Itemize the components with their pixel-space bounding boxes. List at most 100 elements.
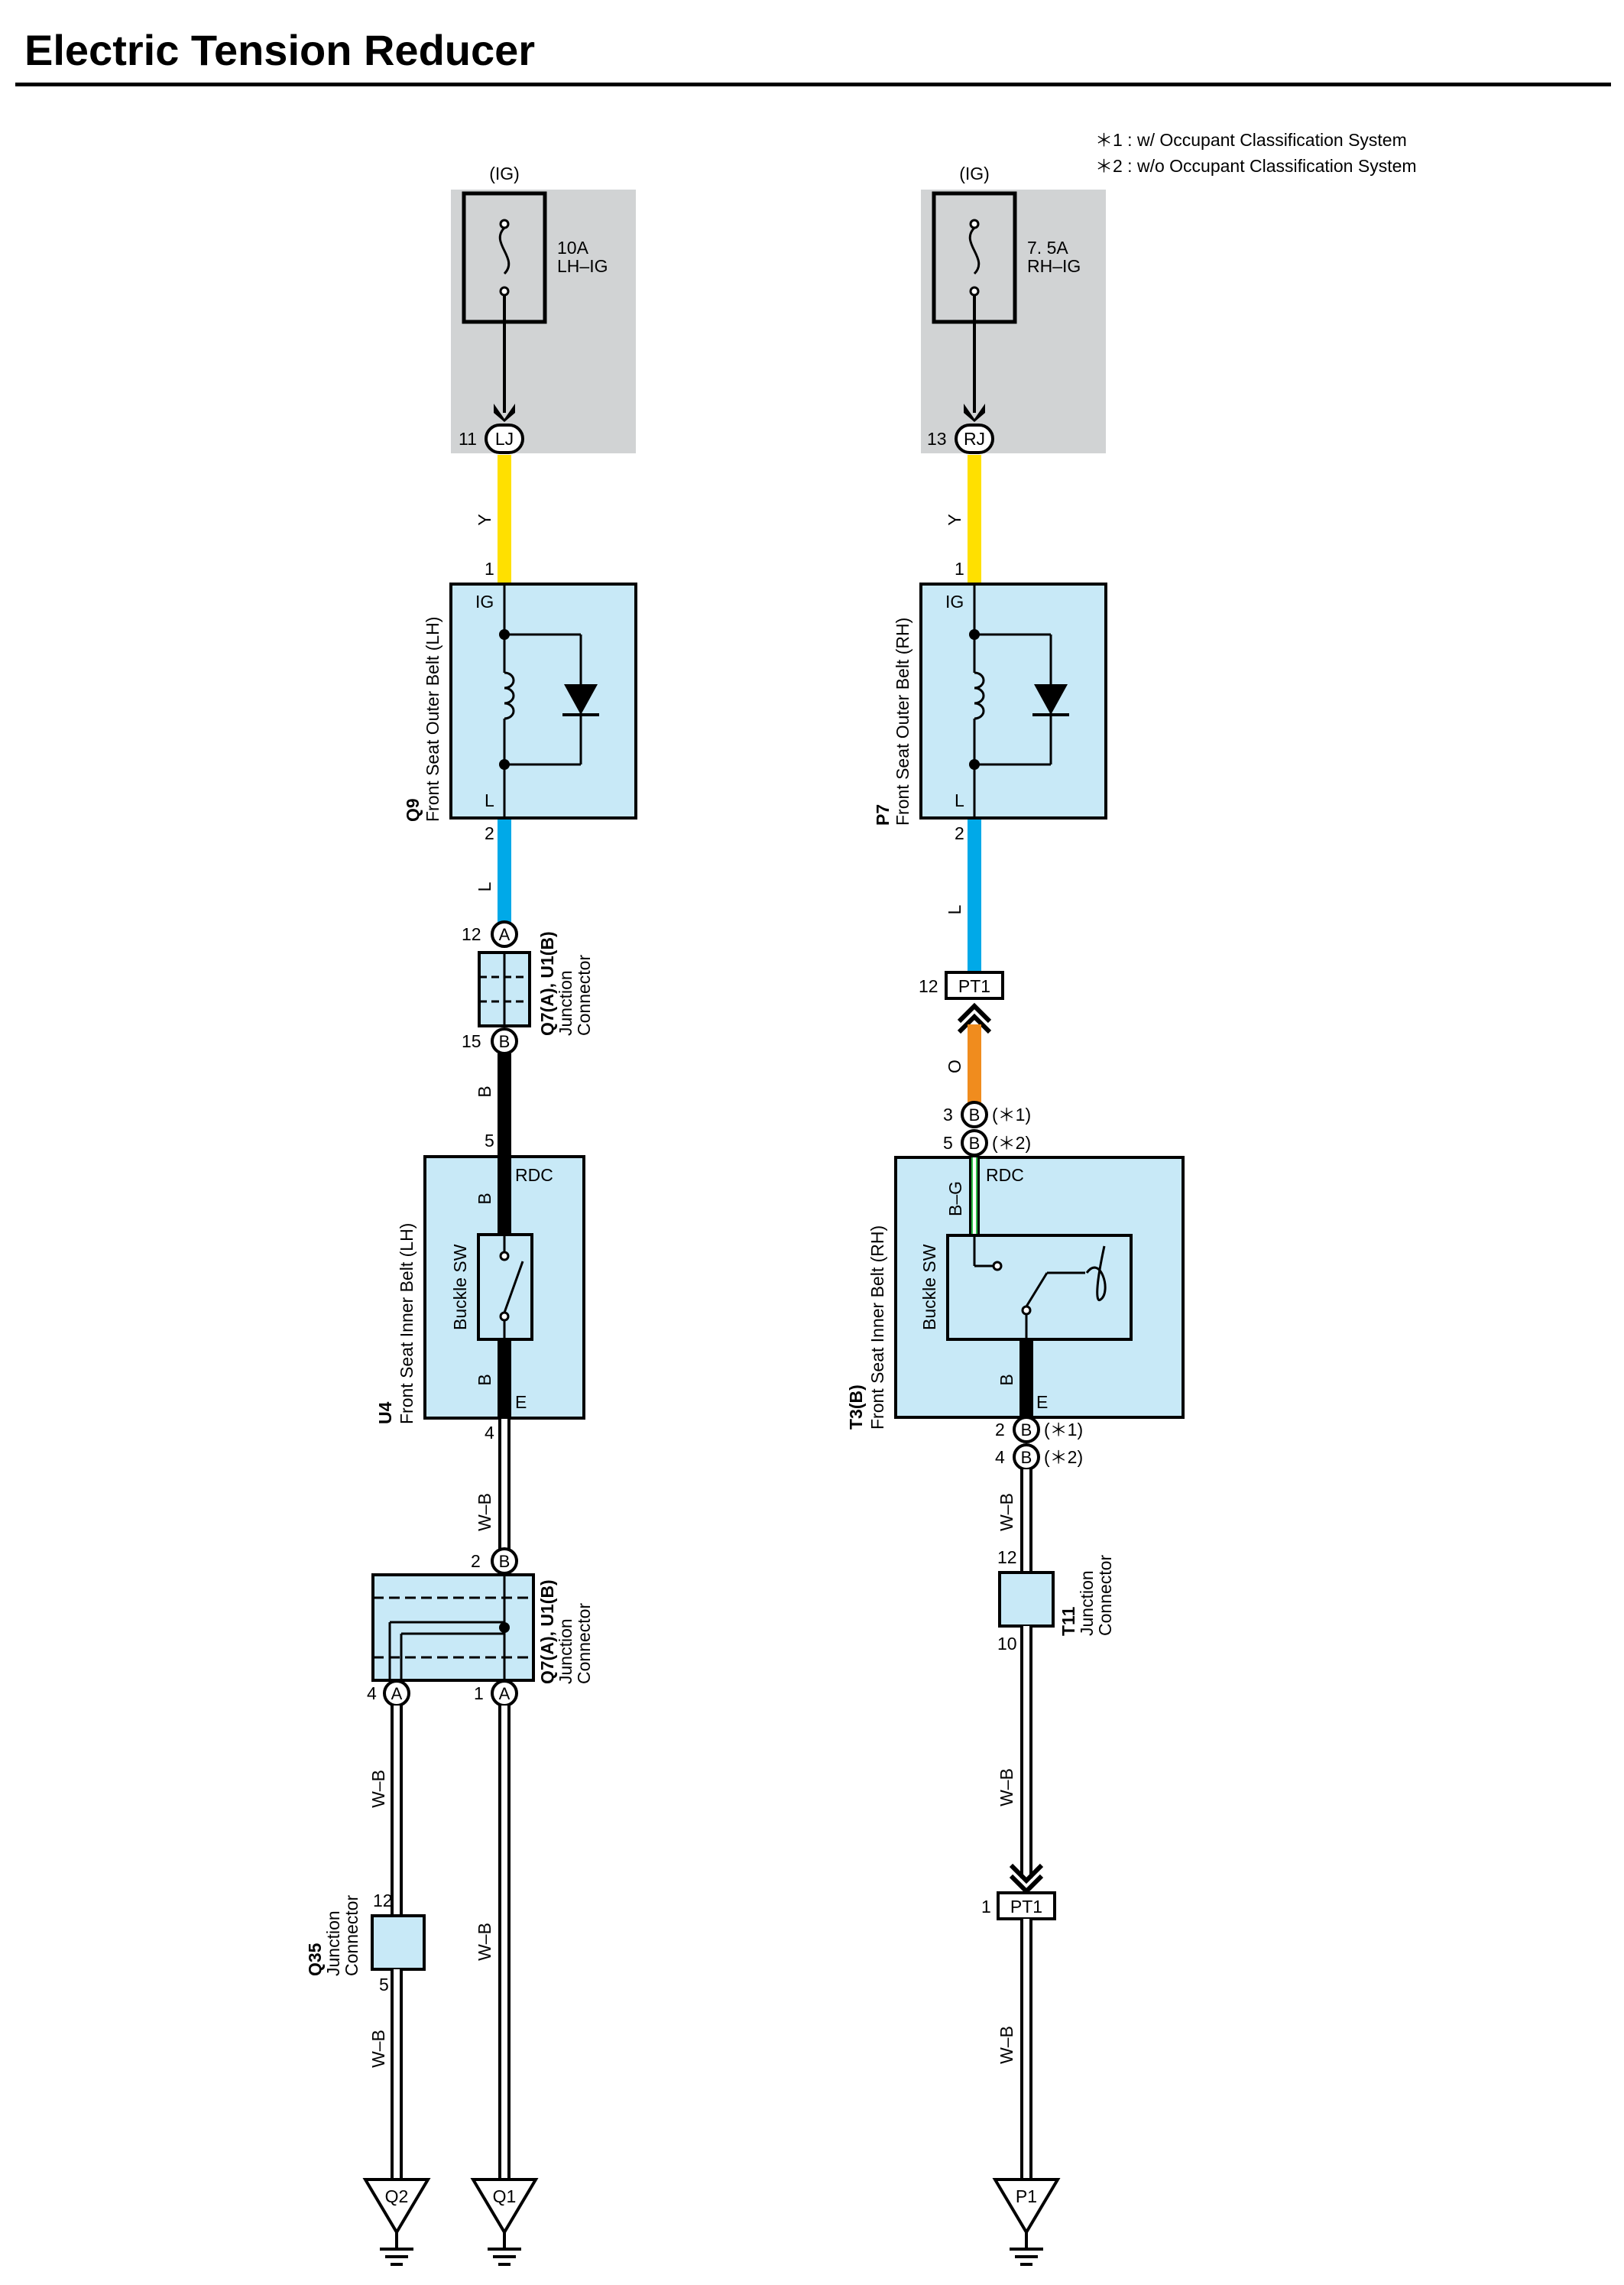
pt1-bottom-code: PT1 xyxy=(1010,1897,1042,1917)
wire-blue-lh xyxy=(498,820,511,933)
wire-black-lh xyxy=(498,1053,511,1157)
jc1-top-pin: 12 xyxy=(462,924,481,944)
u4-pin-in: 5 xyxy=(485,1131,494,1151)
u4-sw-label: Buckle SW xyxy=(450,1244,470,1330)
right-circuit: (IG) 7. 5A RH–IG RJ 13 Y 1 IG L P7 Front… xyxy=(846,164,1185,2266)
ground-icon xyxy=(992,2178,1061,2266)
t3-in1-note: (＊1) xyxy=(992,1105,1031,1125)
wire-label-wb2-rh: W–B xyxy=(997,1768,1016,1806)
pt1-top-code: PT1 xyxy=(958,976,990,996)
wire-label-b-lh: B xyxy=(475,1086,494,1097)
jc1-bottom-pin: 15 xyxy=(462,1031,481,1051)
jc2-right-pin: 1 xyxy=(474,1683,484,1703)
t3-in2-code: B xyxy=(969,1134,981,1153)
switch-icon xyxy=(503,1261,524,1313)
chevron-down-icon xyxy=(1009,1863,1044,1884)
jc2-id: Q7(A), U1(B) xyxy=(537,1579,557,1684)
switch-icon xyxy=(1025,1272,1049,1307)
wire-label-wb3-rh: W–B xyxy=(997,2026,1016,2064)
p7-name: Front Seat Outer Belt (RH) xyxy=(893,618,912,826)
wire-label-wb1-lh: W–B xyxy=(475,1493,494,1531)
q9-name: Front Seat Outer Belt (LH) xyxy=(423,617,442,822)
wire-label-o-rh: O xyxy=(945,1060,964,1073)
connector-rj xyxy=(955,424,994,454)
p7-id: P7 xyxy=(873,804,893,826)
wire-yellow-rh xyxy=(968,455,981,584)
t11-name2: Connector xyxy=(1095,1555,1115,1636)
coil-icon xyxy=(504,671,515,720)
t3-out2-code: B xyxy=(1021,1448,1032,1467)
u4-wire-bot-label: B xyxy=(475,1374,494,1385)
q9-ig-label: IG xyxy=(475,592,494,612)
q35-name1: Junction xyxy=(323,1910,343,1976)
wire-label-l-rh: L xyxy=(945,904,964,914)
fuse-name-lh: LH–IG xyxy=(557,256,608,276)
coil-icon xyxy=(974,671,985,720)
power-label-lh: (IG) xyxy=(489,164,520,183)
jc2-left-code: A xyxy=(391,1684,403,1703)
connector-pt1-bottom xyxy=(997,1891,1056,1920)
p7-l-label: L xyxy=(955,790,964,810)
t3-id: T3(B) xyxy=(846,1384,866,1430)
jc1-name1: Junction xyxy=(556,970,575,1036)
jc2-left-pin: 4 xyxy=(367,1683,377,1703)
q35-name2: Connector xyxy=(342,1895,361,1976)
chevron-up-icon xyxy=(957,1002,992,1024)
connector-pt1-top xyxy=(945,971,1004,1000)
u4-e-label: E xyxy=(515,1392,527,1412)
wire-label-wb1-rh: W–B xyxy=(997,1493,1016,1531)
page-title: Electric Tension Reducer xyxy=(24,26,535,74)
fuse-icon xyxy=(968,219,981,297)
connector-rj-code: RJ xyxy=(964,429,985,449)
q9-l-label: L xyxy=(485,790,494,810)
q9-id: Q9 xyxy=(403,798,423,822)
t3-e-label: E xyxy=(1036,1392,1048,1412)
p7-pin-in: 1 xyxy=(955,559,964,579)
wire-label-wb4-lh: W–B xyxy=(368,2030,388,2068)
u4-id: U4 xyxy=(375,1401,395,1424)
jc1-id: Q7(A), U1(B) xyxy=(537,931,557,1036)
chevron-up-icon xyxy=(957,1013,992,1034)
title-rule xyxy=(15,83,1611,86)
t3-out2-note: (＊2) xyxy=(1044,1447,1083,1467)
t11-id: T11 xyxy=(1058,1606,1078,1636)
q9-pin-out: 2 xyxy=(485,823,494,843)
component-p7 xyxy=(919,583,1107,820)
p7-ig-label: IG xyxy=(945,592,964,612)
t3-wire-bot-label: B xyxy=(997,1374,1016,1385)
t3-out1-code: B xyxy=(1021,1420,1032,1439)
q9-pin-in: 1 xyxy=(485,559,494,579)
wire-label-y-rh: Y xyxy=(945,514,964,525)
jc2-right-code: A xyxy=(499,1684,511,1703)
jc2-name1: Junction xyxy=(556,1618,575,1684)
component-q9 xyxy=(449,583,637,820)
pt1-bottom-pin: 1 xyxy=(981,1897,991,1917)
connector-rj-pin: 13 xyxy=(927,429,947,449)
wire-orange-rh xyxy=(968,1024,981,1108)
t3-in-connector-1 xyxy=(961,1101,988,1128)
u4-name: Front Seat Inner Belt (LH) xyxy=(397,1223,417,1424)
jc1-top-code: A xyxy=(499,925,511,944)
wire-blue-rh xyxy=(968,820,981,972)
wire-label-wb3-lh: W–B xyxy=(475,1923,494,1961)
connector-lj-code: LJ xyxy=(495,429,514,449)
fuse-name-rh: RH–IG xyxy=(1027,256,1081,276)
note-1: ＊1 : w/ Occupant Classification System xyxy=(1095,130,1407,150)
diode-icon xyxy=(564,684,598,715)
spring-icon xyxy=(1085,1245,1107,1302)
pt1-top-pin: 12 xyxy=(919,976,938,996)
q35-pin-top: 12 xyxy=(373,1891,393,1910)
t3-in2-note: (＊2) xyxy=(992,1133,1031,1153)
wire-label-y-lh: Y xyxy=(475,514,494,525)
p7-pin-out: 2 xyxy=(955,823,964,843)
diode-icon xyxy=(1034,684,1068,715)
t11-pin-top: 12 xyxy=(997,1547,1017,1567)
t3-sw-label: Buckle SW xyxy=(919,1244,939,1330)
t3-in-connector-2 xyxy=(961,1129,988,1157)
t3-wire-top-label: B–G xyxy=(945,1181,965,1216)
t3-out1-note: (＊1) xyxy=(1044,1420,1083,1439)
t3-in1-pin: 3 xyxy=(943,1105,953,1125)
t3-in1-code: B xyxy=(969,1105,981,1125)
ground-icon xyxy=(470,2178,539,2266)
